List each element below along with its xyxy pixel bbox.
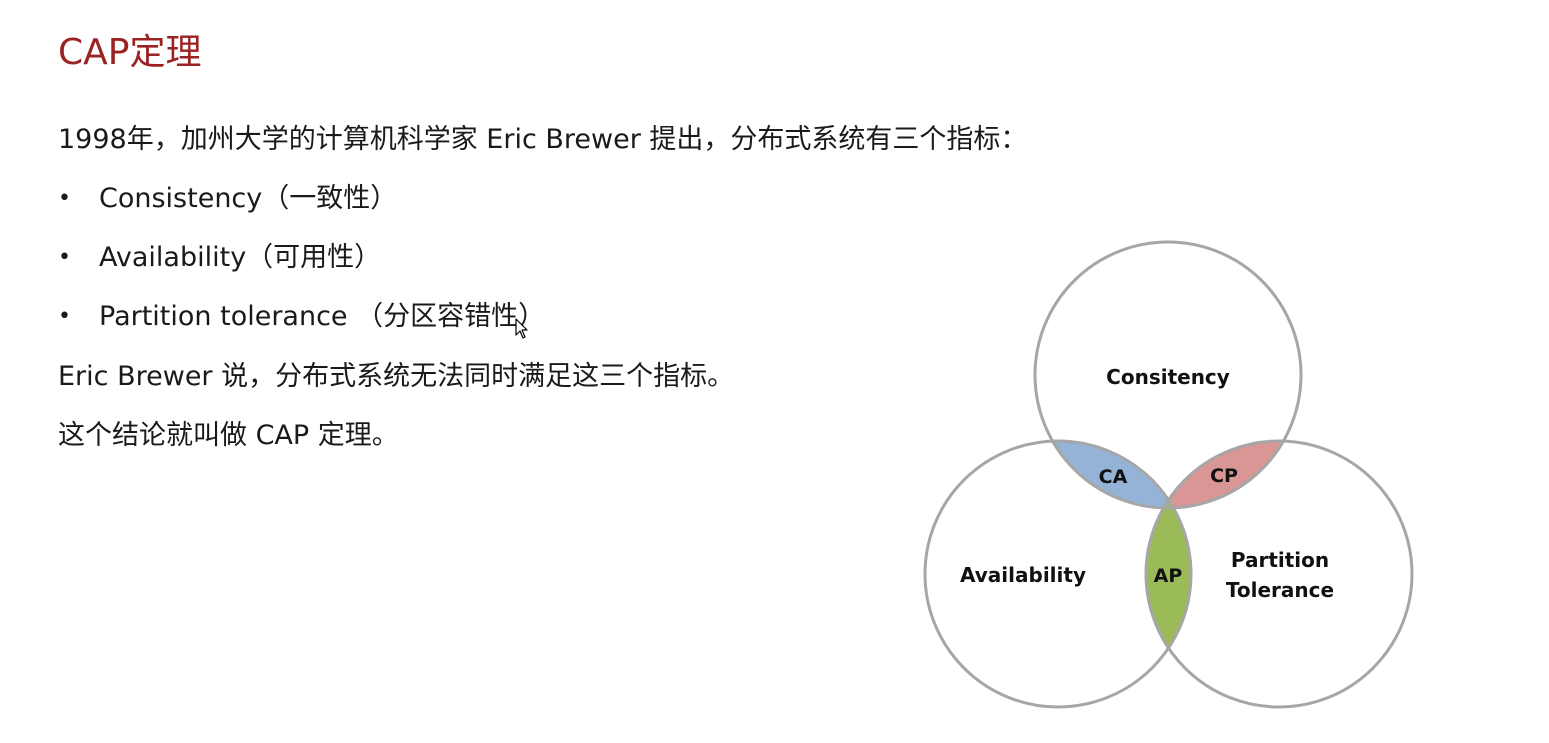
bullet-marker: • (58, 304, 71, 329)
list-item-text: Partition tolerance （分区容错性） (99, 301, 546, 332)
ca-label: CA (1099, 466, 1128, 488)
bullet-marker: • (58, 186, 71, 211)
cp-label: CP (1210, 465, 1238, 487)
partition-label-line1: Partition (1231, 548, 1329, 572)
bullet-marker: • (58, 245, 71, 270)
ap-label: AP (1154, 565, 1183, 587)
partition-tolerance-circle (1144, 439, 1414, 709)
conclusion-text: Eric Brewer 说，分布式系统无法同时满足这三个指标。 (58, 361, 735, 392)
consistency-label: Consitency (1106, 365, 1230, 389)
intro-text: 1998年，加州大学的计算机科学家 Eric Brewer 提出，分布式系统有三… (58, 124, 1028, 155)
list-item-text: Availability（可用性） (99, 242, 382, 273)
theorem-statement: 这个结论就叫做 CAP 定理。 (58, 420, 399, 451)
availability-label: Availability (960, 563, 1086, 587)
slide-title: CAP定理 (58, 32, 202, 73)
consistency-circle (1033, 240, 1303, 510)
mouse-cursor-icon (515, 318, 528, 339)
availability-circle (923, 439, 1193, 709)
list-item-text: Consistency（一致性） (99, 183, 398, 214)
partition-label-line2: Tolerance (1226, 578, 1334, 602)
